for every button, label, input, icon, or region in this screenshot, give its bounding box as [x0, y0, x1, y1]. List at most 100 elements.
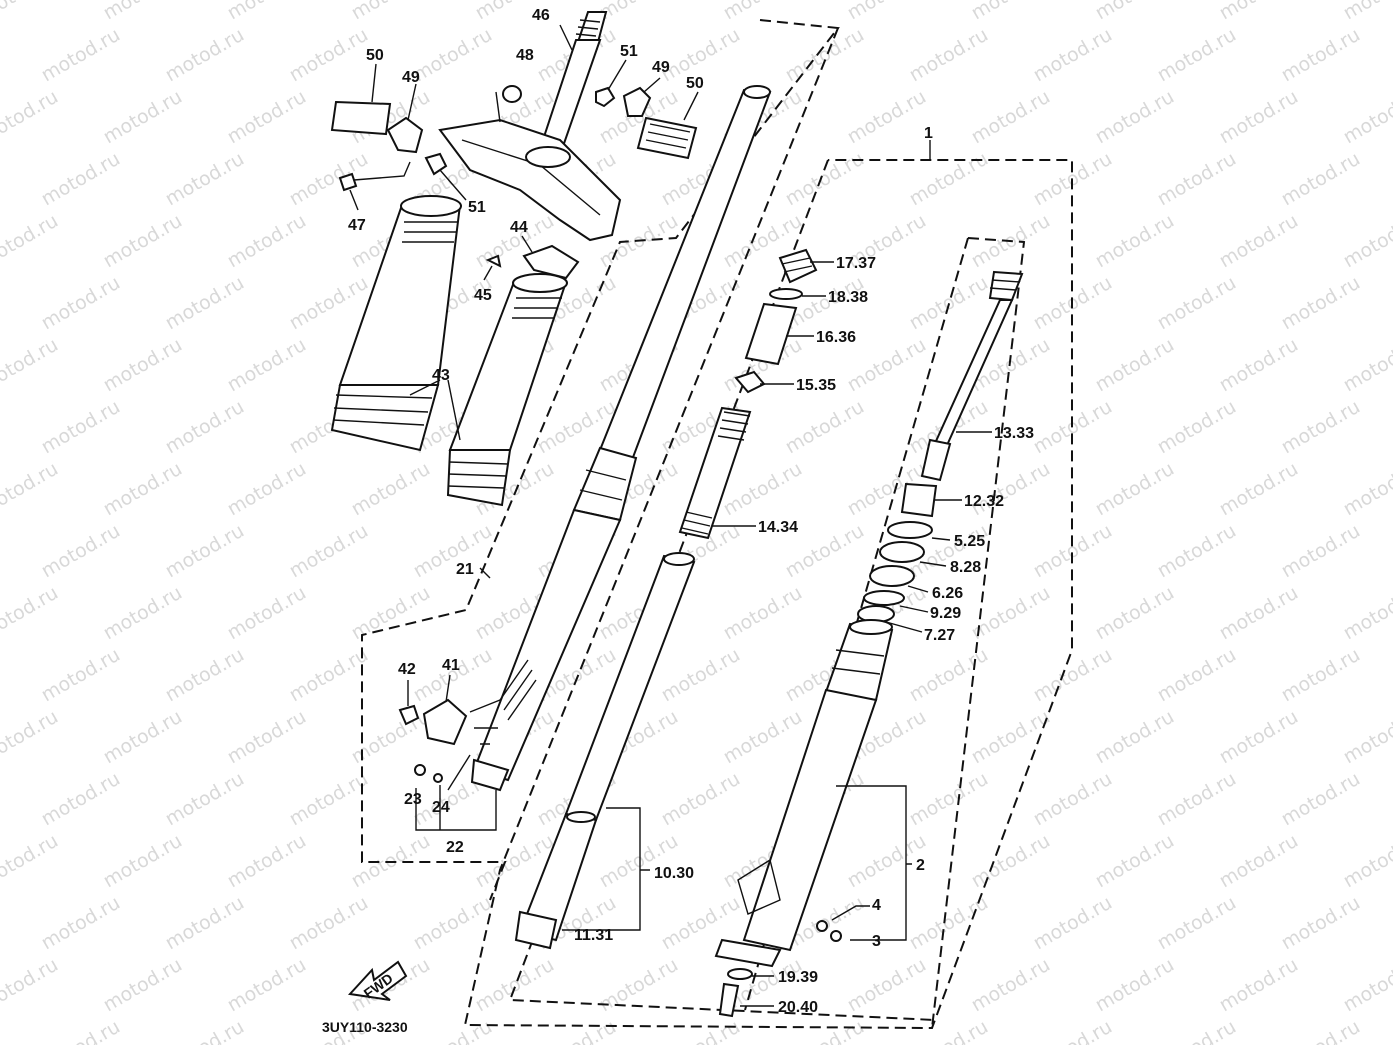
watermark-text: motod.ru [0, 830, 62, 893]
fork-boot-left [330, 195, 462, 452]
watermark-text: motod.ru [286, 892, 372, 955]
watermark-text: motod.ru [1154, 24, 1240, 87]
watermark-text: motod.ru [1278, 644, 1364, 707]
leader-7-27 [885, 621, 923, 633]
watermark-text: motod.ru [1340, 706, 1393, 769]
watermark-text: motod.ru [348, 458, 434, 521]
piece-12-32 [900, 482, 938, 518]
leader-44 [521, 235, 533, 253]
watermark-text: motod.ru [100, 954, 186, 1017]
bracket-41 [422, 698, 468, 746]
watermark-text: motod.ru [410, 1016, 496, 1045]
watermark-text: motod.ru [472, 954, 558, 1017]
watermark-text: motod.ru [1278, 520, 1364, 583]
watermark-text: motod.ru [286, 768, 372, 831]
clamp-49-left [386, 116, 424, 154]
watermark-text: motod.ru [1340, 86, 1393, 149]
watermark-text: motod.ru [286, 272, 372, 335]
watermark-text: motod.ru [162, 272, 248, 335]
label-6-26: 6.26 [932, 585, 963, 602]
watermark-text: motod.ru [1092, 830, 1178, 893]
watermark-text: motod.ru [596, 830, 682, 893]
watermark-text: motod.ru [720, 582, 806, 645]
watermark-text: motod.ru [844, 86, 930, 149]
o-ring-18-38 [769, 288, 803, 300]
nut-51-upper [595, 86, 616, 108]
watermark-text: motod.ru [38, 892, 124, 955]
watermark-text: motod.ru [844, 334, 930, 397]
watermark-text: motod.ru [348, 582, 434, 645]
leader-5-25 [931, 537, 951, 541]
clamp-49-right [622, 86, 652, 117]
damper-rod-13-33 [920, 270, 1024, 482]
watermark-text: motod.ru [1154, 768, 1240, 831]
washer-23 [414, 764, 426, 776]
watermark-text: motod.ru [410, 520, 496, 583]
watermark-text: motod.ru [38, 768, 124, 831]
watermark-text: motod.ru [782, 1016, 868, 1045]
watermark-text: motod.ru [410, 892, 496, 955]
watermark-text: motod.ru [286, 644, 372, 707]
watermark-text: motod.ru [1278, 272, 1364, 335]
watermark-text: motod.ru [0, 582, 62, 645]
leader-46 [559, 24, 573, 51]
label-46: 46 [532, 7, 550, 24]
label-50a: 50 [366, 47, 384, 64]
watermark-text: motod.ru [0, 954, 62, 1017]
label-15-35: 15.35 [796, 377, 836, 394]
watermark-text: motod.ru [1216, 0, 1302, 24]
watermark-text: motod.ru [1030, 1016, 1116, 1045]
group-outer-boundary [463, 27, 1073, 1030]
watermark-text: motod.ru [658, 644, 744, 707]
watermark-text: motod.ru [224, 582, 310, 645]
watermark-text: motod.ru [1030, 892, 1116, 955]
washer-4 [816, 920, 828, 932]
label-18-38: 18.38 [828, 289, 868, 306]
bolt-3 [830, 930, 842, 942]
watermark-text: motod.ru [534, 1016, 620, 1045]
label-44: 44 [510, 219, 528, 236]
watermark-text: motod.ru [410, 24, 496, 87]
watermark-text: motod.ru [100, 210, 186, 273]
label-8-28: 8.28 [950, 559, 981, 576]
watermark-text: motod.ru [1216, 210, 1302, 273]
watermark-text: motod.ru [162, 520, 248, 583]
watermark-text: motod.ru [968, 706, 1054, 769]
watermark-text: motod.ru [38, 272, 124, 335]
watermark-text: motod.ru [1030, 24, 1116, 87]
watermark-text: motod.ru [162, 24, 248, 87]
label-21: 21 [456, 561, 474, 578]
watermark-text: motod.ru [1154, 148, 1240, 211]
watermark-text: motod.ru [100, 830, 186, 893]
watermark-text: motod.ru [1340, 582, 1393, 645]
leader-50b [683, 91, 699, 121]
watermark-text: motod.ru [1340, 458, 1393, 521]
watermark-text: motod.ru [1216, 830, 1302, 893]
boot-clamp-44 [522, 244, 580, 280]
watermark-text: motod.ru [38, 24, 124, 87]
nut-48 [502, 85, 522, 103]
watermark-text: motod.ru [1340, 0, 1393, 24]
watermark-text: motod.ru [1154, 272, 1240, 335]
leader-6-26 [907, 585, 929, 593]
watermark-text: motod.ru [38, 1016, 124, 1045]
watermark-text: motod.ru [968, 458, 1054, 521]
label-17-37: 17.37 [836, 255, 876, 272]
watermark-text: motod.ru [1340, 830, 1393, 893]
watermark-text: motod.ru [224, 210, 310, 273]
watermark-text: motod.ru [1278, 148, 1364, 211]
watermark-text: motod.ru [596, 0, 682, 24]
watermark-text: motod.ru [162, 892, 248, 955]
watermark-text: motod.ru [0, 706, 62, 769]
screw-45 [485, 254, 502, 268]
watermark-text: motod.ru [906, 272, 992, 335]
watermark-text: motod.ru [38, 644, 124, 707]
bracket-2 [836, 785, 912, 941]
label-3: 3 [872, 933, 881, 950]
label-19-39: 19.39 [778, 969, 818, 986]
watermark-text: motod.ru [38, 148, 124, 211]
watermark-text: motod.ru [1278, 768, 1364, 831]
leader-47 [349, 189, 359, 211]
watermark-text: motod.ru [162, 148, 248, 211]
label-20-40: 20.40 [778, 999, 818, 1016]
